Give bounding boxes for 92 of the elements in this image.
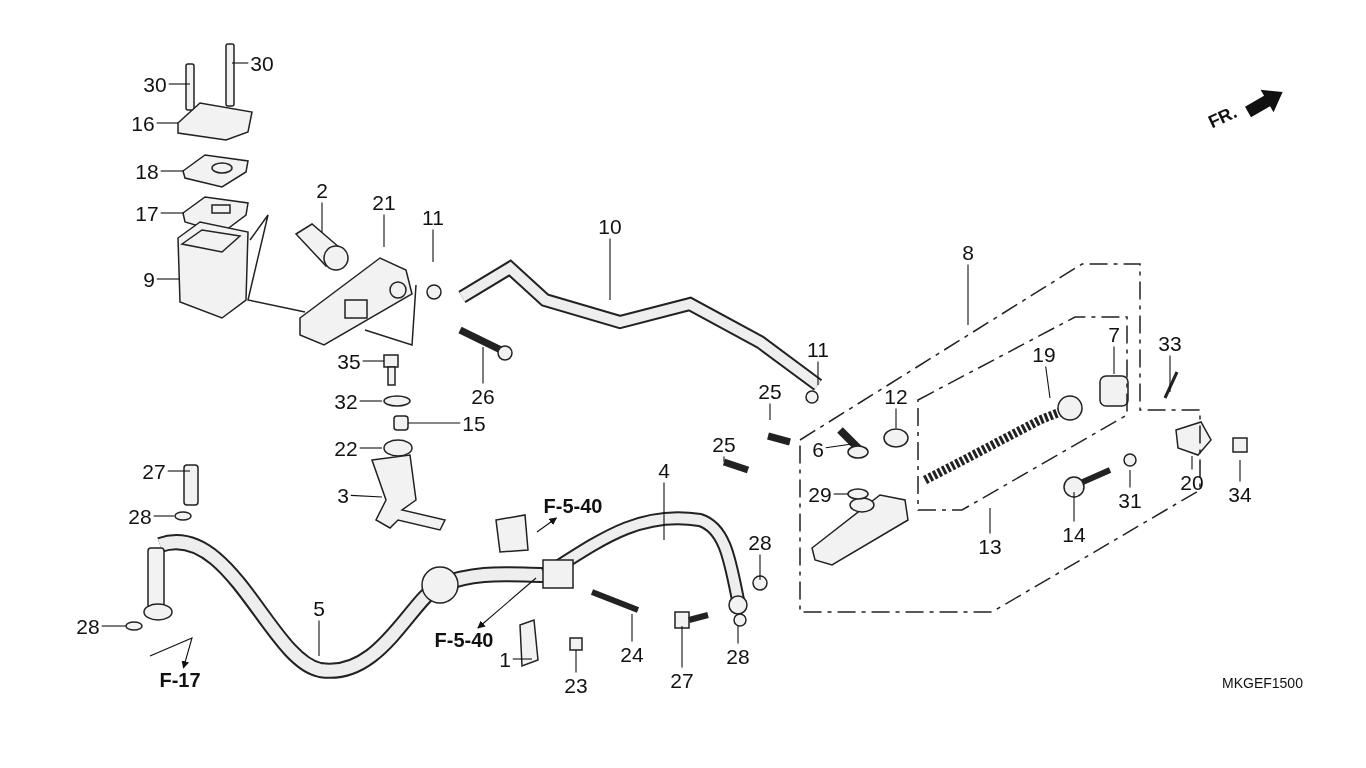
leader-line	[631, 613, 633, 643]
leader-line	[482, 346, 484, 385]
leader-line	[1129, 469, 1131, 489]
callout-number: 27	[670, 669, 694, 691]
callout-number: 30	[250, 52, 274, 74]
leader-line	[321, 201, 323, 233]
callout-number: 23	[564, 674, 588, 696]
drawing-code: MKGEF1500	[1222, 676, 1303, 690]
leader-line	[168, 83, 191, 85]
leader-line	[737, 625, 739, 645]
leader-line	[156, 278, 181, 280]
callout-number: 21	[372, 191, 396, 213]
leader-line	[407, 422, 461, 424]
callout-number: 10	[598, 215, 622, 237]
callout-number: 29	[808, 483, 832, 505]
callout-number: 20	[1180, 471, 1204, 493]
callout-number: 13	[978, 535, 1002, 557]
callout-number: 7	[1108, 323, 1120, 345]
reference-arrow	[149, 637, 193, 669]
leader-line	[432, 228, 434, 263]
leader-line	[359, 447, 383, 449]
callout-number: 30	[143, 73, 167, 95]
callout-number: 16	[131, 112, 155, 134]
callout-number: 9	[143, 268, 155, 290]
leader-line	[895, 407, 897, 429]
leader-line	[160, 212, 185, 214]
leader-line	[383, 213, 385, 248]
leader-line	[359, 400, 383, 402]
callout-number: 22	[334, 437, 358, 459]
leader-line	[1073, 491, 1075, 523]
callout-number: 28	[726, 645, 750, 667]
callout-number: 26	[471, 385, 495, 407]
leader-line	[759, 553, 761, 581]
leader-line	[167, 470, 191, 472]
callout-number: 31	[1118, 489, 1142, 511]
leader-line	[1169, 354, 1171, 393]
callout-number: 28	[748, 531, 772, 553]
leader-line	[1113, 345, 1115, 375]
callout-number: 8	[962, 241, 974, 263]
leader-line	[156, 122, 179, 124]
callout-number: 32	[334, 390, 358, 412]
callout-number: 27	[142, 460, 166, 482]
leader-line	[101, 625, 127, 627]
callout-number: 11	[807, 338, 829, 360]
callout-number: 4	[658, 459, 670, 481]
callout-number: 35	[337, 350, 361, 372]
leader-line	[1239, 459, 1241, 483]
callout-number: 34	[1228, 483, 1252, 505]
callout-number: 28	[76, 615, 100, 637]
callout-number: 33	[1158, 332, 1182, 354]
leader-line	[989, 507, 991, 535]
page-reference: F-5-40	[543, 496, 603, 516]
leader-line	[1191, 455, 1193, 471]
leader-line	[512, 658, 533, 660]
callout-number: 6	[812, 438, 824, 460]
leader-line	[817, 360, 819, 386]
reference-arrow	[477, 577, 537, 629]
callout-number: 12	[884, 385, 908, 407]
callout-number: 24	[620, 643, 644, 665]
front-direction-label: FR.	[1205, 102, 1240, 132]
callout-number: 5	[313, 597, 325, 619]
leader-line	[663, 481, 665, 541]
leader-line	[769, 402, 771, 421]
leader-line	[318, 619, 320, 657]
callout-number: 25	[712, 433, 736, 455]
page-reference: F-5-40	[434, 630, 494, 650]
page-reference: F-17	[159, 670, 201, 690]
callout-number: 1	[499, 648, 511, 670]
leader-line	[160, 170, 185, 172]
callout-number: 11	[422, 206, 444, 228]
callout-number: 2	[316, 179, 328, 201]
callout-number: 18	[135, 160, 159, 182]
leader-line	[153, 515, 175, 517]
callout-number: 17	[135, 202, 159, 224]
callout-number: 14	[1062, 523, 1086, 545]
leader-line	[575, 649, 577, 674]
leader-line	[231, 62, 249, 64]
callout-number: 19	[1032, 343, 1056, 365]
leader-line	[833, 493, 849, 495]
callout-number: 3	[337, 484, 349, 506]
leader-line	[362, 360, 385, 362]
leader-line	[681, 625, 683, 669]
leader-line	[723, 455, 725, 463]
callout-number: 28	[128, 505, 152, 527]
reference-arrow	[536, 517, 557, 533]
leader-line	[825, 443, 853, 449]
callout-number: 15	[462, 412, 486, 434]
leader-line	[350, 494, 383, 498]
leader-line	[609, 237, 611, 301]
callout-number: 25	[758, 380, 782, 402]
leader-line	[967, 263, 969, 326]
leader-line	[1045, 365, 1051, 399]
